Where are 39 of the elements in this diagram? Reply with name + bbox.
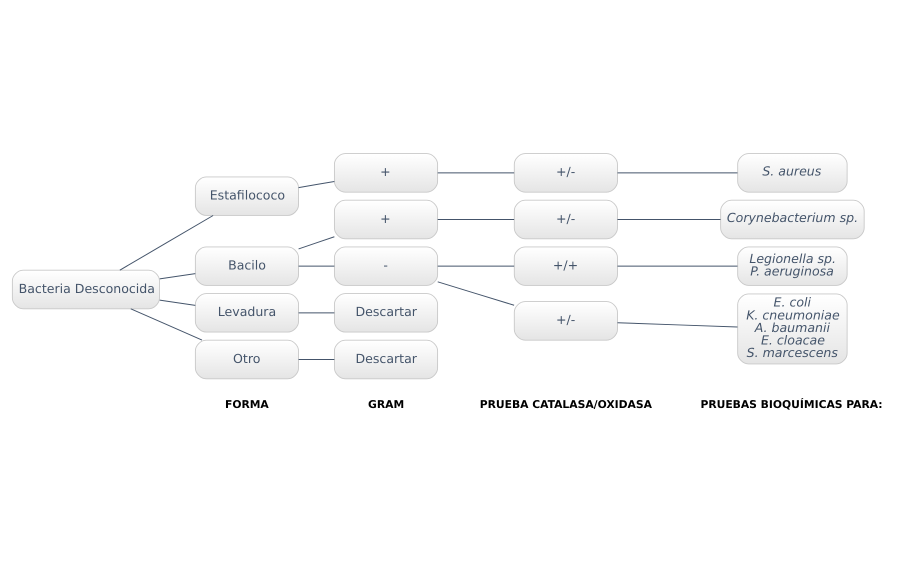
node-box: Estafilococo xyxy=(194,176,299,216)
node-box: Bacilo xyxy=(194,246,299,286)
connector xyxy=(437,172,515,174)
connector xyxy=(617,172,738,174)
node-box: S. aureus xyxy=(737,153,848,193)
node-box: Corynebacterium sp. xyxy=(720,200,865,240)
connector xyxy=(159,300,196,306)
node-box: Legionella sp. P. aeruginosa xyxy=(737,246,848,286)
connector xyxy=(119,215,214,271)
connector xyxy=(298,181,335,188)
connector xyxy=(159,273,196,280)
connector xyxy=(437,266,515,267)
connector xyxy=(617,219,722,220)
connector xyxy=(617,266,738,267)
connector xyxy=(437,281,515,306)
node-box: E. coli K. cneumoniae A. baumanii E. cloacae S. marcescens xyxy=(737,294,848,364)
connector xyxy=(298,312,335,314)
node-box: + xyxy=(334,200,438,240)
label: FORMA xyxy=(224,398,269,412)
label: PRUEBA CATALASA/OXIDASA xyxy=(480,398,652,412)
node-box: Descartar xyxy=(334,340,438,380)
node-box: Bacteria Desconocida xyxy=(12,270,160,310)
connector xyxy=(617,322,738,328)
connector xyxy=(298,266,335,267)
node-box: +/- xyxy=(514,301,618,341)
connector xyxy=(130,308,202,341)
label: PRUEBAS BIOQUÍMICAS PARA: xyxy=(700,398,883,412)
node-box: +/- xyxy=(514,153,618,193)
node-box: - xyxy=(334,246,438,286)
node-box: Levadura xyxy=(194,293,299,333)
node-box: Descartar xyxy=(334,293,438,333)
connector xyxy=(298,236,335,250)
node-box: Otro xyxy=(194,340,299,380)
node-box: +/- xyxy=(514,200,618,240)
node-box: +/+ xyxy=(514,246,618,286)
connector xyxy=(437,219,515,220)
connector xyxy=(298,358,335,360)
node-box: + xyxy=(334,153,438,193)
label: GRAM xyxy=(368,398,404,412)
